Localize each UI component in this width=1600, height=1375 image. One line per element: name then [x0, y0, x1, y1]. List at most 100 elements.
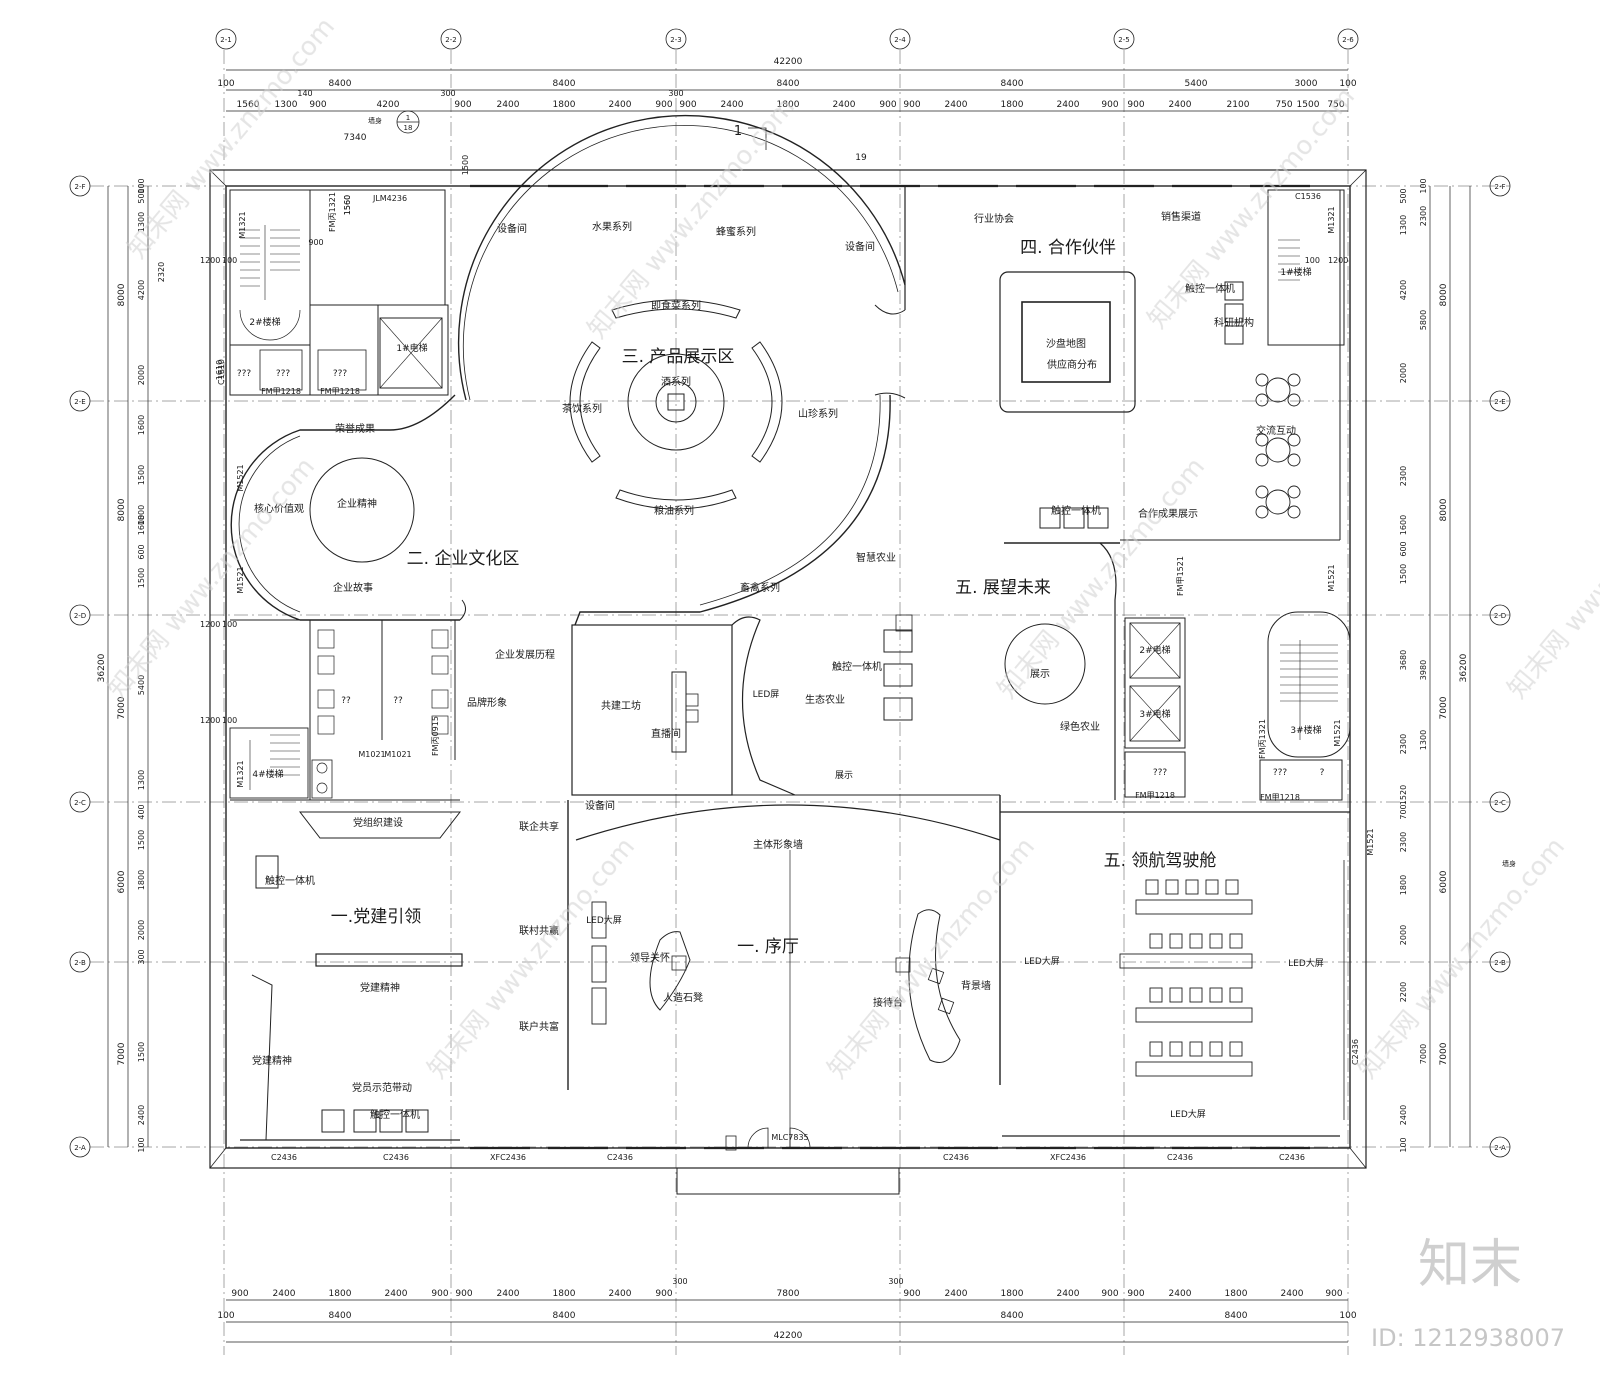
- svg-text:750: 750: [1275, 100, 1292, 110]
- svg-text:2400: 2400: [137, 1105, 146, 1125]
- svg-text:900: 900: [309, 100, 326, 110]
- svg-text:18: 18: [404, 124, 413, 132]
- svg-text:100: 100: [222, 716, 237, 725]
- svg-text:2000: 2000: [137, 920, 146, 940]
- label-touch-5: 触控一体机: [370, 1108, 420, 1121]
- label-member: 党员示范带动: [352, 1081, 412, 1094]
- svg-text:7000: 7000: [1419, 1044, 1428, 1064]
- svg-text:C1536: C1536: [1295, 192, 1321, 201]
- svg-text:8400: 8400: [329, 79, 352, 89]
- svg-text:7000: 7000: [117, 696, 127, 719]
- label-tea: 茶饮系列: [562, 402, 602, 415]
- svg-text:700: 700: [1399, 804, 1408, 819]
- svg-text:2100: 2100: [1227, 100, 1250, 110]
- svg-text:900: 900: [231, 1289, 248, 1299]
- svg-text:2000: 2000: [137, 365, 146, 385]
- svg-text:FM甲1218: FM甲1218: [320, 387, 360, 396]
- axis-bubble-2-3: 2-3: [665, 28, 687, 50]
- svg-text:1600: 1600: [137, 515, 146, 535]
- svg-text:M1321: M1321: [236, 760, 245, 787]
- svg-text:C2436: C2436: [271, 1153, 297, 1162]
- svg-text:900: 900: [454, 100, 471, 110]
- label-spirit: 企业精神: [337, 497, 377, 510]
- label-led-1: LED屏: [753, 689, 780, 700]
- axis-bubble-left-2-A: 2-A: [69, 1136, 91, 1158]
- svg-text:2200: 2200: [1399, 982, 1408, 1002]
- svg-text:???: ???: [276, 369, 291, 379]
- svg-text:300: 300: [888, 1277, 903, 1286]
- svg-text:2400: 2400: [1169, 1289, 1192, 1299]
- label-industry: 行业协会: [974, 212, 1014, 225]
- svg-text:2400: 2400: [945, 100, 968, 110]
- svg-text:1500: 1500: [1297, 100, 1320, 110]
- svg-text:1800: 1800: [137, 870, 146, 890]
- label-share-1: 联企共享: [519, 820, 559, 833]
- label-share-2: 联村共赢: [519, 924, 559, 937]
- label-stair-1: 1#楼梯: [1280, 266, 1311, 278]
- svg-text:知末网 www.znzmo.com: 知末网 www.znzmo.com: [422, 832, 641, 1084]
- svg-text:2400: 2400: [1399, 1105, 1408, 1125]
- label-party-spirit-1: 党建精神: [360, 981, 400, 994]
- svg-text:M1521: M1521: [1366, 828, 1375, 855]
- svg-text:2-C: 2-C: [74, 799, 86, 807]
- svg-text:1800: 1800: [1225, 1289, 1248, 1299]
- svg-text:1610: 1610: [215, 360, 224, 380]
- svg-text:100: 100: [137, 178, 146, 193]
- label-story: 企业故事: [333, 581, 373, 594]
- svg-text:5400: 5400: [1185, 79, 1208, 89]
- label-equipment-room-3: 设备间: [585, 799, 615, 812]
- svg-text:8400: 8400: [1001, 1311, 1024, 1321]
- svg-text:1800: 1800: [329, 1289, 352, 1299]
- svg-text:100: 100: [1419, 178, 1428, 193]
- label-stair-3: 3#楼梯: [1290, 724, 1321, 736]
- svg-text:300: 300: [668, 89, 683, 98]
- svg-text:?: ?: [1320, 768, 1325, 778]
- svg-text:8000: 8000: [117, 498, 127, 521]
- svg-text:M1521: M1521: [236, 566, 245, 593]
- label-green: 绿色农业: [1060, 720, 1100, 733]
- zone-title-lobby: 一. 序厅: [737, 937, 799, 957]
- svg-text:2-2: 2-2: [445, 36, 456, 44]
- svg-text:1500: 1500: [137, 830, 146, 850]
- svg-text:900: 900: [455, 1289, 472, 1299]
- svg-text:100: 100: [1305, 256, 1320, 265]
- svg-text:300: 300: [137, 949, 146, 964]
- svg-text:???: ???: [237, 369, 252, 379]
- opening-codes: M1321 FM丙1321 JLM4236 C1536 M1321 C1610 …: [217, 192, 1375, 1162]
- svg-text:2000: 2000: [1399, 925, 1408, 945]
- axis-bubble-2-5: 2-5: [1113, 28, 1135, 50]
- svg-text:C2436: C2436: [1279, 1153, 1305, 1162]
- label-party-org: 党组织建设: [353, 816, 403, 829]
- svg-text:900: 900: [655, 1289, 672, 1299]
- label-smart-agri: 智慧农业: [856, 551, 896, 564]
- svg-text:1300: 1300: [1419, 730, 1428, 750]
- svg-text:2320: 2320: [157, 262, 166, 282]
- label-co-build: 共建工坊: [601, 699, 641, 712]
- label-eco: 生态农业: [805, 693, 845, 706]
- svg-text:19: 19: [855, 153, 867, 163]
- svg-text:2400: 2400: [609, 1289, 632, 1299]
- svg-text:M1021: M1021: [384, 750, 411, 759]
- svg-text:1800: 1800: [1001, 100, 1024, 110]
- svg-text:FM丙1321: FM丙1321: [328, 192, 337, 232]
- svg-text:墙身: 墙身: [1502, 859, 1516, 868]
- svg-text:1300: 1300: [137, 212, 146, 232]
- label-stair-4: 4#楼梯: [252, 768, 283, 780]
- svg-text:2-F: 2-F: [1494, 183, 1505, 191]
- svg-text:900: 900: [1101, 100, 1118, 110]
- svg-text:140: 140: [297, 89, 312, 98]
- svg-text:C1610: C1610: [217, 359, 226, 385]
- svg-text:2300: 2300: [1399, 734, 1408, 754]
- svg-text:1600: 1600: [1399, 515, 1408, 535]
- svg-text:500: 500: [1399, 188, 1408, 203]
- svg-text:7000: 7000: [117, 1042, 127, 1065]
- zone-title-future: 五. 展望未来: [955, 578, 1051, 598]
- zone-title-party: 一.党建引领: [331, 907, 421, 927]
- brand-id: ID: 1212938007: [1371, 1324, 1565, 1352]
- axis-bubble-left-2-F: 2-F: [69, 175, 91, 197]
- svg-text:900: 900: [903, 100, 920, 110]
- svg-text:M1521: M1521: [1327, 564, 1336, 591]
- label-leader: 领导关怀: [630, 951, 670, 964]
- right-dimensions: 36200 8000 8000 7000 6000 7000 100 2300 …: [1305, 178, 1516, 1152]
